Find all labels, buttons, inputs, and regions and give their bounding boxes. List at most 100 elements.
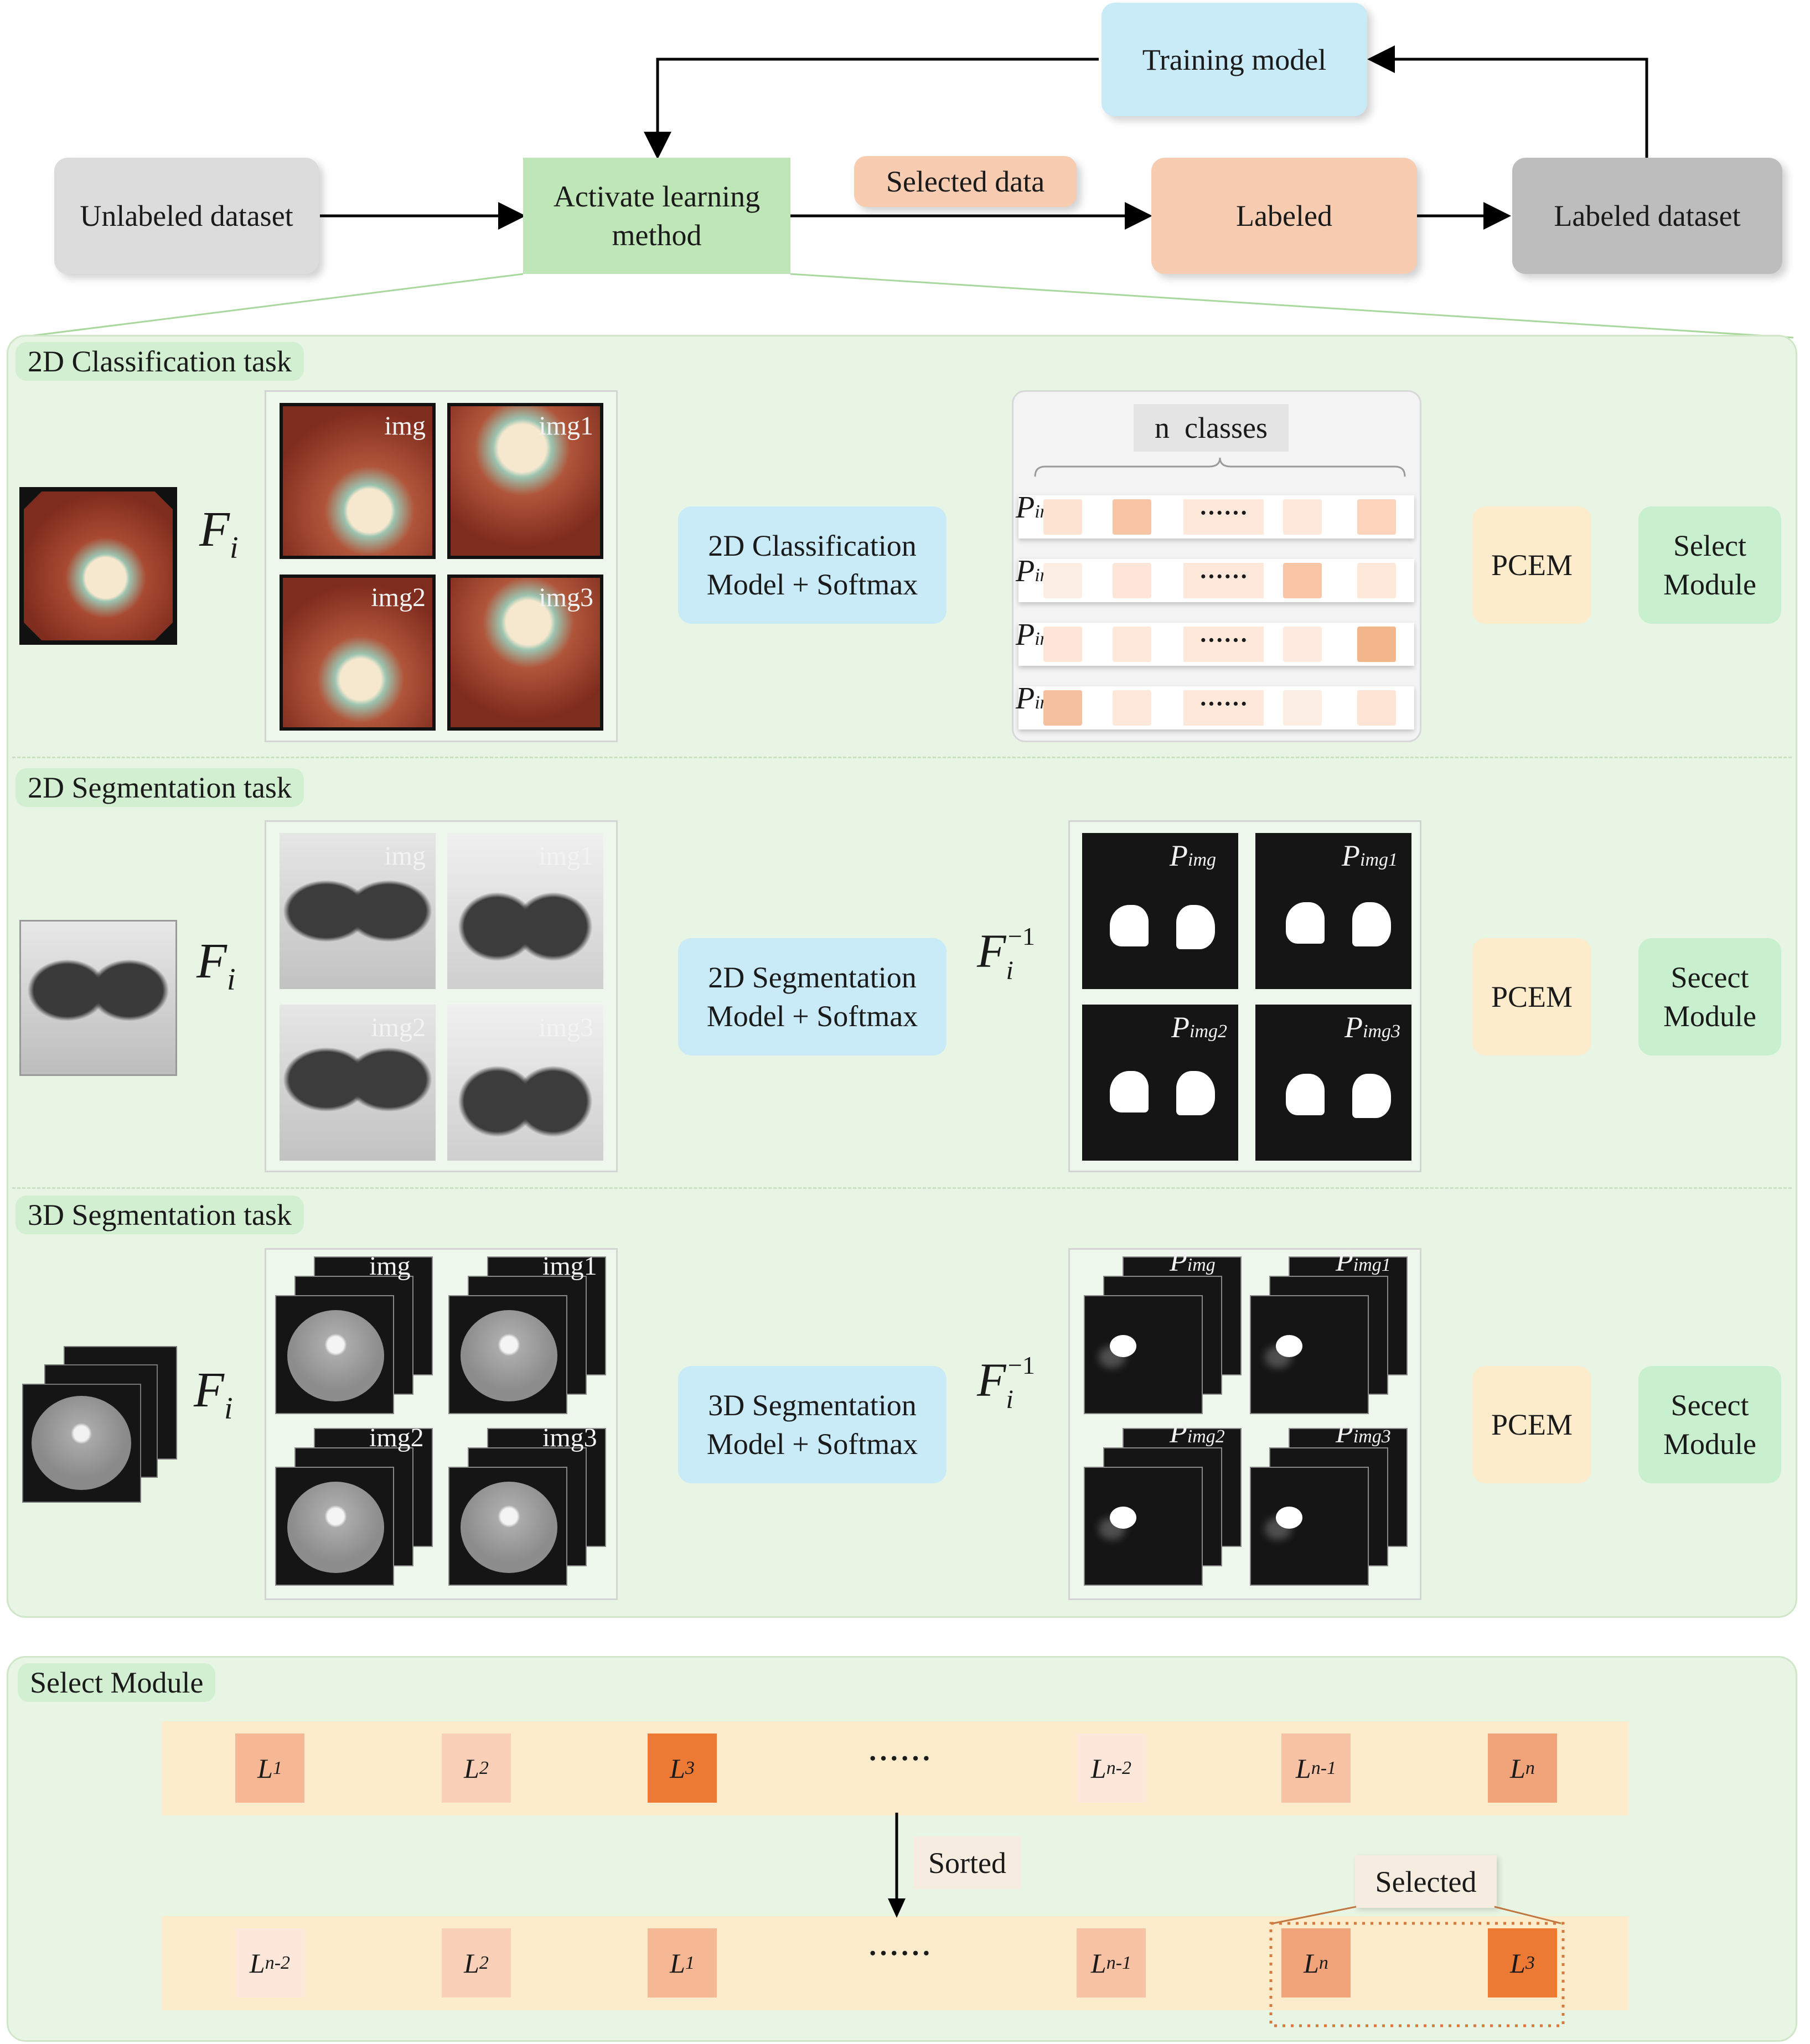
prob-cell	[1113, 563, 1151, 598]
al-method-box: Activate learning method	[523, 158, 790, 274]
selected-data-label: Selected data	[886, 165, 1045, 198]
selected-data-tag: Selected data	[854, 156, 1077, 207]
arrow-training-to-al	[644, 58, 1099, 159]
prob-cell	[1043, 690, 1082, 726]
select-module-tag: Select Module	[18, 1663, 216, 1702]
zoom-line-left	[16, 273, 524, 339]
divider-2	[12, 1187, 1792, 1189]
r2-pred-img2: Pimg2	[1082, 1005, 1238, 1161]
prob-row-dots: ······	[1183, 563, 1264, 598]
r2-pred-img: Pimg	[1082, 833, 1238, 989]
labeled-dataset-box: Labeled dataset	[1512, 158, 1782, 274]
prob-cell	[1113, 690, 1151, 726]
training-model-label: Training model	[1142, 43, 1327, 76]
training-model-box: Training model	[1101, 3, 1367, 116]
aug-label: img2	[369, 1423, 424, 1452]
classes-title: n classes	[1134, 404, 1289, 452]
r2-select-module-box: Secect Module	[1638, 938, 1781, 1055]
r2-aug-img2: img2	[280, 1005, 436, 1161]
r2-pred-img3: Pimg3	[1255, 1005, 1411, 1161]
r2-model-box: 2D Segmentation Model + Softmax	[678, 938, 947, 1055]
r2-aug-img3: img3	[447, 1005, 603, 1161]
prob-cell	[1043, 563, 1082, 598]
labeled-box: Labeled	[1151, 158, 1417, 274]
task-tag-2d-segmentation: 2D Segmentation task	[15, 768, 304, 807]
pred-label: Pimg3	[1336, 1417, 1391, 1449]
loss-before-dots: ······	[868, 1743, 933, 1774]
prob-cell	[1357, 563, 1396, 598]
r2-aug-img: img	[280, 833, 436, 989]
r1-aug-img1: img1	[447, 403, 603, 559]
prob-cell	[1043, 627, 1082, 662]
aug-label: img1	[542, 1251, 597, 1281]
endoscopy-input-image	[19, 487, 177, 645]
prob-row-dots: ······	[1183, 627, 1264, 662]
divider-1	[12, 757, 1792, 758]
aug-label: img3	[542, 1423, 597, 1452]
r3-pcem-box: PCEM	[1472, 1366, 1591, 1483]
al-method-label: Activate learning method	[553, 180, 761, 252]
r2-transform-symbol: Fi	[196, 934, 236, 997]
prob-cell	[1357, 627, 1396, 662]
prob-cell	[1283, 563, 1322, 598]
r1-select-module-box: Select Module	[1638, 506, 1781, 624]
r1-aug-img2: img2	[280, 575, 436, 731]
prob-cell	[1043, 499, 1082, 535]
loss-strip-after	[162, 1916, 1628, 2010]
r1-transform-symbol: Fi	[199, 502, 239, 565]
pred-label: Pimg	[1170, 1246, 1216, 1277]
prob-cell	[1113, 499, 1151, 535]
r3-pred-0	[1084, 1295, 1203, 1414]
pred-label: Pimg1	[1336, 1246, 1391, 1277]
sorted-arrow	[888, 1813, 906, 1918]
r3-pred-3	[1250, 1467, 1369, 1586]
arrow-dataset-to-training	[1367, 45, 1648, 158]
r3-transform-symbol: Fi	[194, 1363, 233, 1426]
selected-bracket	[1269, 1906, 1565, 2027]
selected-label: Selected	[1355, 1855, 1497, 1908]
prob-row-dots: ······	[1183, 499, 1264, 535]
prob-cell	[1283, 627, 1322, 662]
unlabeled-dataset-label: Unlabeled dataset	[80, 199, 293, 232]
r3-select-module-box: Secect Module	[1638, 1366, 1781, 1483]
labeled-dataset-label: Labeled dataset	[1554, 199, 1741, 232]
r3-aug-1	[448, 1295, 567, 1414]
loss-after-dots: ······	[868, 1938, 933, 1969]
r3-pred-1	[1250, 1295, 1369, 1414]
prob-cell	[1283, 690, 1322, 726]
labeled-label: Labeled	[1236, 199, 1332, 232]
r3-aug-2	[275, 1467, 394, 1586]
r2-inverse-symbol: Fi−1	[977, 922, 1035, 985]
r2-pcem-box: PCEM	[1472, 938, 1591, 1055]
r2-aug-img1: img1	[447, 833, 603, 989]
classes-brace	[1034, 457, 1406, 477]
sorted-label: Sorted	[913, 1836, 1021, 1889]
xray-input-image	[19, 920, 177, 1076]
pred-label: Pimg2	[1170, 1417, 1225, 1449]
r3-pred-2	[1084, 1467, 1203, 1586]
zoom-line-right	[790, 273, 1794, 339]
r3-aug-3	[448, 1467, 567, 1586]
r1-aug-img3: img3	[447, 575, 603, 731]
prob-cell	[1357, 499, 1396, 535]
r3-model-box: 3D Segmentation Model + Softmax	[678, 1366, 947, 1483]
task-tag-3d-segmentation: 3D Segmentation task	[15, 1196, 304, 1234]
prob-cell	[1357, 690, 1396, 726]
prob-cell	[1113, 627, 1151, 662]
task-tag-2d-classification: 2D Classification task	[15, 342, 304, 381]
r3-inverse-symbol: Fi−1	[977, 1351, 1035, 1414]
loss-strip-before	[162, 1721, 1628, 1815]
r2-pred-img1: Pimg1	[1255, 833, 1411, 989]
mri-input-stack-front	[22, 1384, 141, 1503]
